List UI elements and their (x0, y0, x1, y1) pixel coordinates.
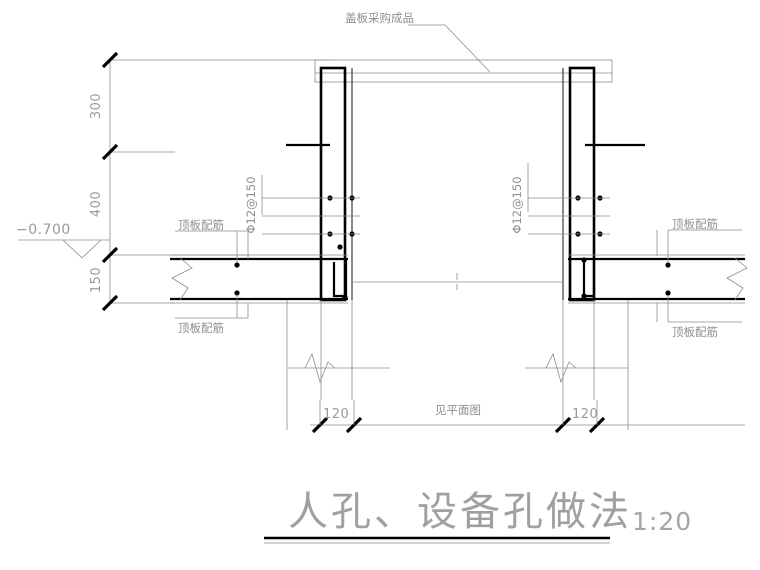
elevation-marker (18, 239, 110, 259)
rebar-dot (234, 290, 240, 296)
left-slab-hook (332, 262, 345, 298)
vertical-dimension-chain (101, 51, 330, 312)
left-wall (319, 66, 353, 302)
right-wall-outline (568, 66, 596, 302)
rebar-dot (665, 262, 671, 268)
wall-continuation-below (286, 300, 629, 430)
dim-tick-top (101, 51, 119, 69)
left-wall-break-zigzag (304, 352, 336, 384)
rebar-dot (234, 262, 240, 268)
cover-plate-assembly (314, 59, 613, 83)
dim-tick-400 (101, 246, 119, 264)
top-slab-rebar-label-2: 顶板配筋 (178, 321, 224, 335)
right-wall-break-zigzag (545, 352, 577, 384)
dimension-label-120-right: 120 (572, 407, 598, 422)
horizontal-dimension-chain (310, 400, 745, 434)
rebar-guide-lines (262, 197, 610, 235)
drawing-scale: 1:20 (632, 507, 692, 536)
cover-plate-leader-line (408, 24, 491, 73)
rebar-dot (665, 290, 671, 296)
right-top-slab (568, 254, 745, 304)
elevation-triangle-icon (62, 239, 102, 259)
rebar-dot (337, 244, 343, 250)
rebar-section-dots (234, 195, 671, 300)
dimension-label-120-left: 120 (323, 407, 349, 422)
label-boxes (175, 229, 742, 323)
left-top-slab (170, 254, 348, 304)
right-wall (562, 66, 596, 302)
slab-rebar-hooks (332, 260, 595, 298)
right-slab-break-line (726, 257, 748, 301)
dimension-label-150: 150 (89, 267, 104, 293)
dim-tick-150 (101, 294, 119, 312)
dimension-label-400: 400 (89, 191, 104, 217)
elevation-value-label: −0.700 (16, 222, 71, 238)
cover-plate-outline (314, 59, 613, 83)
left-slab-break-line (171, 257, 193, 301)
dimension-label-300: 300 (89, 93, 104, 119)
drawing-title: 人孔、设备孔做法 (288, 489, 632, 535)
top-slab-rebar-label-1: 顶板配筋 (178, 218, 224, 232)
top-slab-rebar-label-4: 顶板配筋 (672, 325, 718, 339)
rebar-spec-label-left: Φ12@150 (244, 176, 258, 233)
plan-reference-label: 见平面图 (435, 403, 481, 417)
rebar-spec-label-right: Φ12@150 (510, 176, 524, 233)
top-slab-rebar-label-3: 顶板配筋 (672, 217, 718, 231)
dim-tick-300 (101, 143, 119, 161)
cover-plate-label: 盖板采购成品 (345, 11, 414, 25)
right-slab-hook (582, 260, 595, 298)
